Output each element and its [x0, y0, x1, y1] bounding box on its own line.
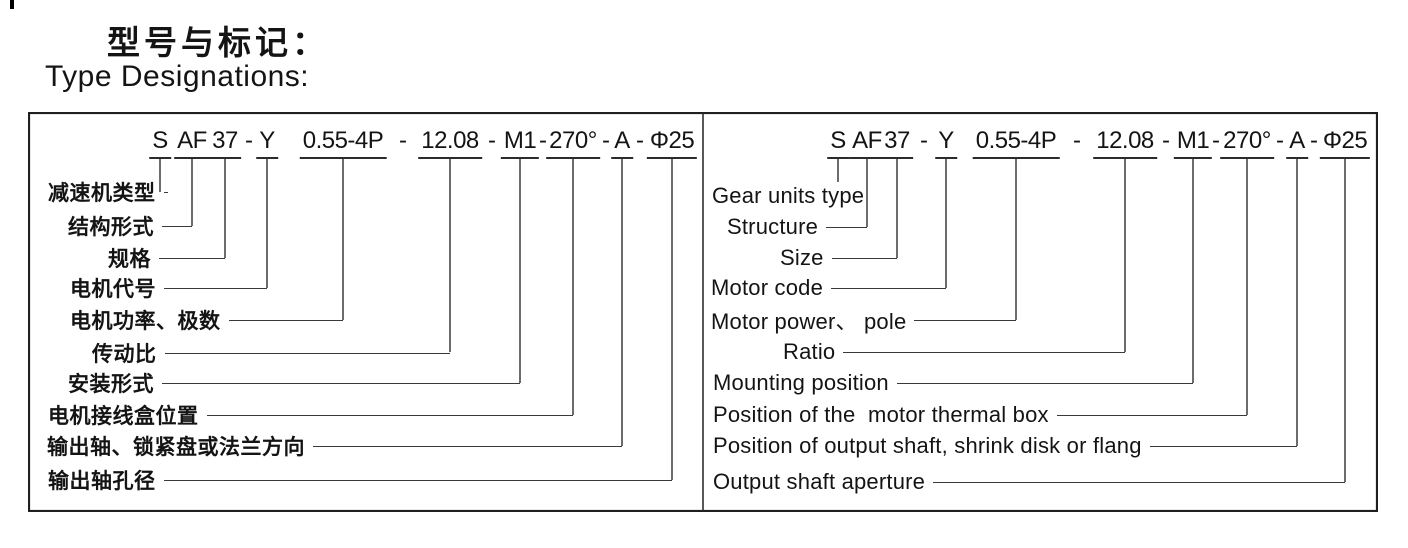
label-structure-en: Structure — [727, 214, 819, 239]
connector-line — [163, 191, 168, 193]
label-row-motor-code-en: Motor code — [711, 275, 946, 301]
code-token-motor-code: Y — [935, 127, 957, 159]
code-token-structure: AF — [849, 127, 885, 159]
label-gear-type-en: Gear units type — [712, 183, 865, 208]
connector-line — [162, 225, 192, 227]
code-token-power-pole: 0.55-4P — [299, 127, 387, 159]
code-separator: - — [636, 127, 644, 154]
code-separator: - — [1310, 127, 1318, 154]
label-size-en: Size — [780, 245, 824, 270]
page-title-chinese: 型号与标记： — [107, 23, 329, 62]
label-row-power-pole-en: Motor power、 pole — [711, 307, 1016, 334]
scan-artifact-mark — [10, 0, 14, 9]
label-power-pole-en: Motor power、 pole — [711, 309, 907, 334]
label-row-gear-type-cn: 减速机类型 — [48, 179, 168, 205]
code-separator: - — [539, 127, 547, 154]
label-row-mounting-cn: 安装形式 — [68, 370, 520, 396]
code-separator: - — [1073, 127, 1081, 154]
label-shaft-direction-cn: 输出轴、锁紧盘或法兰方向 — [47, 435, 305, 459]
code-token-aperture: Φ25 — [646, 127, 698, 159]
diagram-lines — [28, 112, 1378, 512]
label-ratio-cn: 传动比 — [92, 342, 157, 366]
connector-line — [1149, 445, 1297, 447]
code-separator: - — [1276, 127, 1284, 154]
code-token-ratio: 12.08 — [1093, 127, 1157, 159]
label-aperture-en: Output shaft aperture — [713, 469, 926, 494]
connector-line — [164, 287, 267, 289]
code-separator: - — [399, 127, 407, 154]
connector-line — [228, 319, 343, 321]
label-gear-type-cn: 减速机类型 — [48, 181, 156, 205]
label-aperture-cn: 输出轴孔径 — [48, 469, 156, 493]
label-size-cn: 规格 — [108, 247, 151, 271]
connector-line — [164, 352, 450, 354]
code-token-shaft-direction: A — [1286, 127, 1308, 159]
code-token-structure: AF — [174, 127, 210, 159]
code-separator: - — [1162, 127, 1170, 154]
code-separator: - — [1212, 127, 1220, 154]
code-token-mounting: M1 — [500, 127, 540, 159]
label-shaft-direction-en: Position of output shaft, shrink disk or… — [713, 433, 1142, 458]
label-motor-code-cn: 电机代号 — [70, 277, 156, 301]
label-terminal-box-en: Position of the motor thermal box — [713, 402, 1049, 427]
code-token-size: 37 — [209, 127, 241, 159]
connector-line — [831, 287, 946, 289]
code-token-terminal-box: 270° — [546, 127, 600, 159]
label-row-size-cn: 规格 — [108, 245, 225, 271]
code-token-series: S — [149, 127, 171, 159]
connector-line — [826, 226, 867, 228]
code-token-aperture: Φ25 — [1319, 127, 1371, 159]
code-separator: - — [920, 127, 928, 154]
label-row-structure-cn: 结构形式 — [68, 213, 192, 239]
connector-line — [159, 257, 225, 259]
connector-line — [831, 257, 897, 259]
label-power-pole-cn: 电机功率、极数 — [70, 309, 221, 333]
connector-line — [914, 319, 1016, 321]
label-ratio-en: Ratio — [783, 339, 836, 364]
connector-line — [206, 414, 573, 416]
label-row-mounting-en: Mounting position — [713, 370, 1193, 396]
label-row-shaft-direction-en: Position of output shaft, shrink disk or… — [713, 433, 1297, 459]
code-token-motor-code: Y — [256, 127, 278, 159]
label-row-power-pole-cn: 电机功率、极数 — [70, 307, 343, 333]
label-row-structure-en: Structure — [727, 214, 867, 240]
code-separator: - — [488, 127, 496, 154]
label-row-ratio-cn: 传动比 — [92, 340, 450, 366]
right-panel-connector-lines — [837, 158, 1346, 482]
code-separator: - — [602, 127, 610, 154]
left-panel-connector-lines — [159, 158, 673, 480]
code-token-shaft-direction: A — [611, 127, 633, 159]
label-motor-code-en: Motor code — [711, 275, 824, 300]
code-token-mounting: M1 — [1173, 127, 1213, 159]
label-row-aperture-cn: 输出轴孔径 — [48, 467, 672, 493]
label-terminal-box-cn: 电机接线盒位置 — [48, 404, 199, 428]
label-mounting-cn: 安装形式 — [68, 372, 154, 396]
label-row-shaft-direction-cn: 输出轴、锁紧盘或法兰方向 — [47, 433, 622, 459]
type-designation-diagram: S AF 37 - Y 0.55-4P - 12.08 - M1 - 270° … — [28, 112, 1378, 512]
code-separator: - — [245, 127, 253, 154]
code-token-size: 37 — [881, 127, 913, 159]
label-row-gear-type-en: Gear units type — [712, 183, 864, 209]
connector-line — [843, 351, 1125, 353]
code-token-series: S — [827, 127, 849, 159]
label-row-ratio-en: Ratio — [783, 339, 1125, 365]
connector-line — [933, 481, 1345, 483]
code-token-terminal-box: 270° — [1220, 127, 1274, 159]
code-token-ratio: 12.08 — [418, 127, 482, 159]
connector-line — [313, 445, 622, 447]
connector-line — [162, 382, 520, 384]
label-row-size-en: Size — [780, 245, 897, 271]
label-structure-cn: 结构形式 — [68, 215, 154, 239]
label-row-aperture-en: Output shaft aperture — [713, 469, 1345, 495]
connector-line — [896, 382, 1193, 384]
label-row-terminal-box-en: Position of the motor thermal box — [713, 402, 1247, 428]
code-token-power-pole: 0.55-4P — [972, 127, 1060, 159]
label-mounting-en: Mounting position — [713, 370, 889, 395]
label-row-terminal-box-cn: 电机接线盒位置 — [48, 402, 573, 428]
connector-line — [163, 479, 672, 481]
label-row-motor-code-cn: 电机代号 — [70, 275, 267, 301]
connector-line — [1056, 414, 1247, 416]
page-title-english: Type Designations: — [45, 60, 310, 93]
